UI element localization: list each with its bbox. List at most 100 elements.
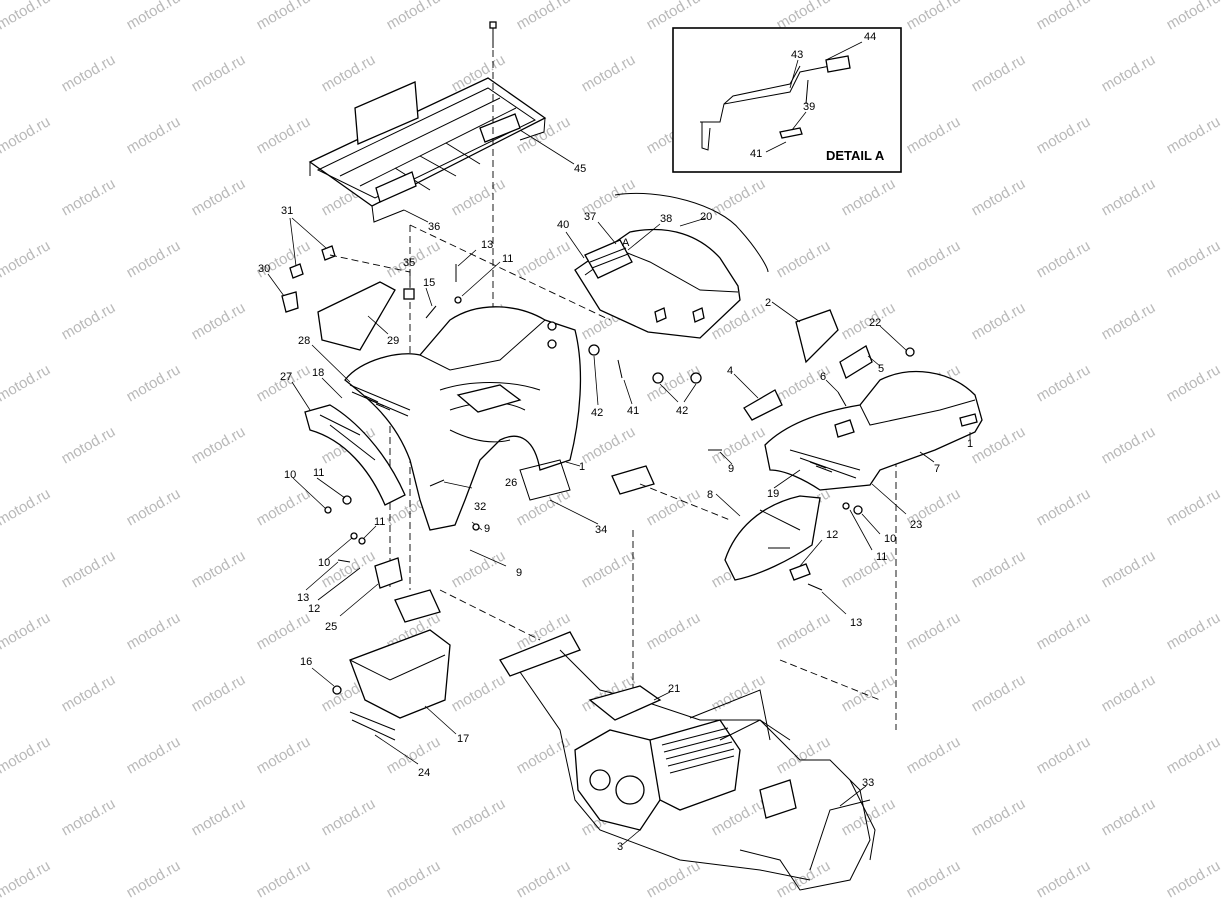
callout-38: 38 <box>660 213 672 225</box>
watermark-text: motod.ru <box>1164 113 1224 157</box>
watermark-text: motod.ru <box>969 547 1029 591</box>
watermark-text: motod.ru <box>774 733 834 777</box>
watermark-text: motod.ru <box>904 609 964 653</box>
watermark-text: motod.ru <box>644 857 704 901</box>
callout-16: 16 <box>300 656 312 668</box>
callout-13: 13 <box>850 617 862 629</box>
pad-39 <box>779 127 803 139</box>
watermark-text: motod.ru <box>644 609 704 653</box>
callout-6: 6 <box>820 371 826 383</box>
watermark-text: motod.ru <box>449 671 509 715</box>
watermark-text: motod.ru <box>514 237 574 281</box>
callout-24: 24 <box>418 767 430 779</box>
watermark-text: motod.ru <box>644 485 704 529</box>
watermark-text: motod.ru <box>1099 423 1159 467</box>
callout-42: 42 <box>591 407 603 419</box>
detail-a-title: DETAIL A <box>826 148 885 163</box>
watermark-text: motod.ru <box>1164 0 1224 33</box>
clip-30 <box>281 291 299 313</box>
bracket-25 <box>374 557 403 589</box>
watermark-text: motod.ru <box>0 733 53 777</box>
watermark-text: motod.ru <box>189 51 249 95</box>
decal-2 <box>795 309 839 364</box>
watermark-text: motod.ru <box>254 485 314 529</box>
watermark-text: motod.ru <box>1034 237 1094 281</box>
bracket-plate <box>611 465 655 495</box>
callout-13: 13 <box>481 239 493 251</box>
callout-35: 35 <box>403 257 415 269</box>
watermark-text: motod.ru <box>1164 733 1224 777</box>
watermark-text: motod.ru <box>124 113 184 157</box>
callout-10: 10 <box>284 469 296 481</box>
watermark-text: motod.ru <box>904 0 964 33</box>
detail-a-inset: 44 43 39 41 DETAIL A <box>672 27 902 173</box>
watermark-text: motod.ru <box>449 175 509 219</box>
watermark-text: motod.ru <box>579 51 639 95</box>
watermark-text: motod.ru <box>1229 299 1232 343</box>
watermark-text: motod.ru <box>384 733 444 777</box>
watermark-text: motod.ru <box>1034 485 1094 529</box>
callout-11: 11 <box>502 253 513 265</box>
watermark-text: motod.ru <box>1034 113 1094 157</box>
watermark-text: motod.ru <box>969 175 1029 219</box>
detail-a-frame <box>672 27 902 173</box>
callout-17: 17 <box>457 733 469 745</box>
watermark-text: motod.ru <box>0 609 53 653</box>
watermark-text: motod.ru <box>124 485 184 529</box>
watermark-text: motod.ru <box>1099 51 1159 95</box>
watermark-text: motod.ru <box>124 237 184 281</box>
watermark-text: motod.ru <box>189 547 249 591</box>
watermark-text: motod.ru <box>0 237 53 281</box>
callout-3: 3 <box>617 841 623 853</box>
battery-box-17 <box>349 589 451 719</box>
callout-27: 27 <box>280 371 292 383</box>
watermark-text: motod.ru <box>514 0 574 33</box>
watermark-text: motod.ru <box>904 113 964 157</box>
callout-12: 12 <box>308 603 320 615</box>
callout-36: 36 <box>428 221 440 233</box>
watermark-text: motod.ru <box>124 361 184 405</box>
watermark-text: motod.ru <box>59 795 119 839</box>
watermark-text: motod.ru <box>59 175 119 219</box>
watermark-text: motod.ru <box>1099 299 1159 343</box>
seat-20 <box>574 192 769 339</box>
watermark-text: motod.ru <box>384 857 444 901</box>
watermark-text: motod.ru <box>1099 795 1159 839</box>
callout-9: 9 <box>728 463 734 475</box>
front-fender-1 <box>764 370 983 491</box>
watermark-text: motod.ru <box>254 0 314 33</box>
mudflap-27 <box>304 404 406 506</box>
watermark-text: motod.ru <box>579 423 639 467</box>
watermark-text: motod.ru <box>1229 547 1232 591</box>
callout-31: 31 <box>281 205 293 217</box>
callout-37: 37 <box>584 211 596 223</box>
plate-12 <box>789 563 811 581</box>
watermark-text: motod.ru <box>969 51 1029 95</box>
callout-39: 39 <box>803 101 815 113</box>
callout-19: 19 <box>767 488 779 500</box>
watermark-text: motod.ru <box>1099 175 1159 219</box>
watermark-text: motod.ru <box>124 0 184 33</box>
callout-34: 34 <box>595 524 607 536</box>
callout-7: 7 <box>934 463 940 475</box>
watermark-text: motod.ru <box>839 547 899 591</box>
callout-13: 13 <box>297 592 309 604</box>
watermark-text: motod.ru <box>189 175 249 219</box>
callout-11: 11 <box>876 551 887 563</box>
watermark-text: motod.ru <box>1034 0 1094 33</box>
watermark-text: motod.ru <box>1099 547 1159 591</box>
watermark-text: motod.ru <box>904 857 964 901</box>
watermark-text: motod.ru <box>0 0 53 33</box>
callout-40: 40 <box>557 219 569 231</box>
watermark-text: motod.ru <box>449 795 509 839</box>
watermark-text: motod.ru <box>189 795 249 839</box>
watermark-text: motod.ru <box>0 113 53 157</box>
bracket-43 <box>700 63 841 151</box>
watermark-text: motod.ru <box>1229 671 1232 715</box>
tray-34 <box>519 459 571 501</box>
callout-23: 23 <box>910 519 922 531</box>
rack-bolt <box>489 21 497 48</box>
callout-45: 45 <box>574 163 586 175</box>
watermark-text: motod.ru <box>514 733 574 777</box>
